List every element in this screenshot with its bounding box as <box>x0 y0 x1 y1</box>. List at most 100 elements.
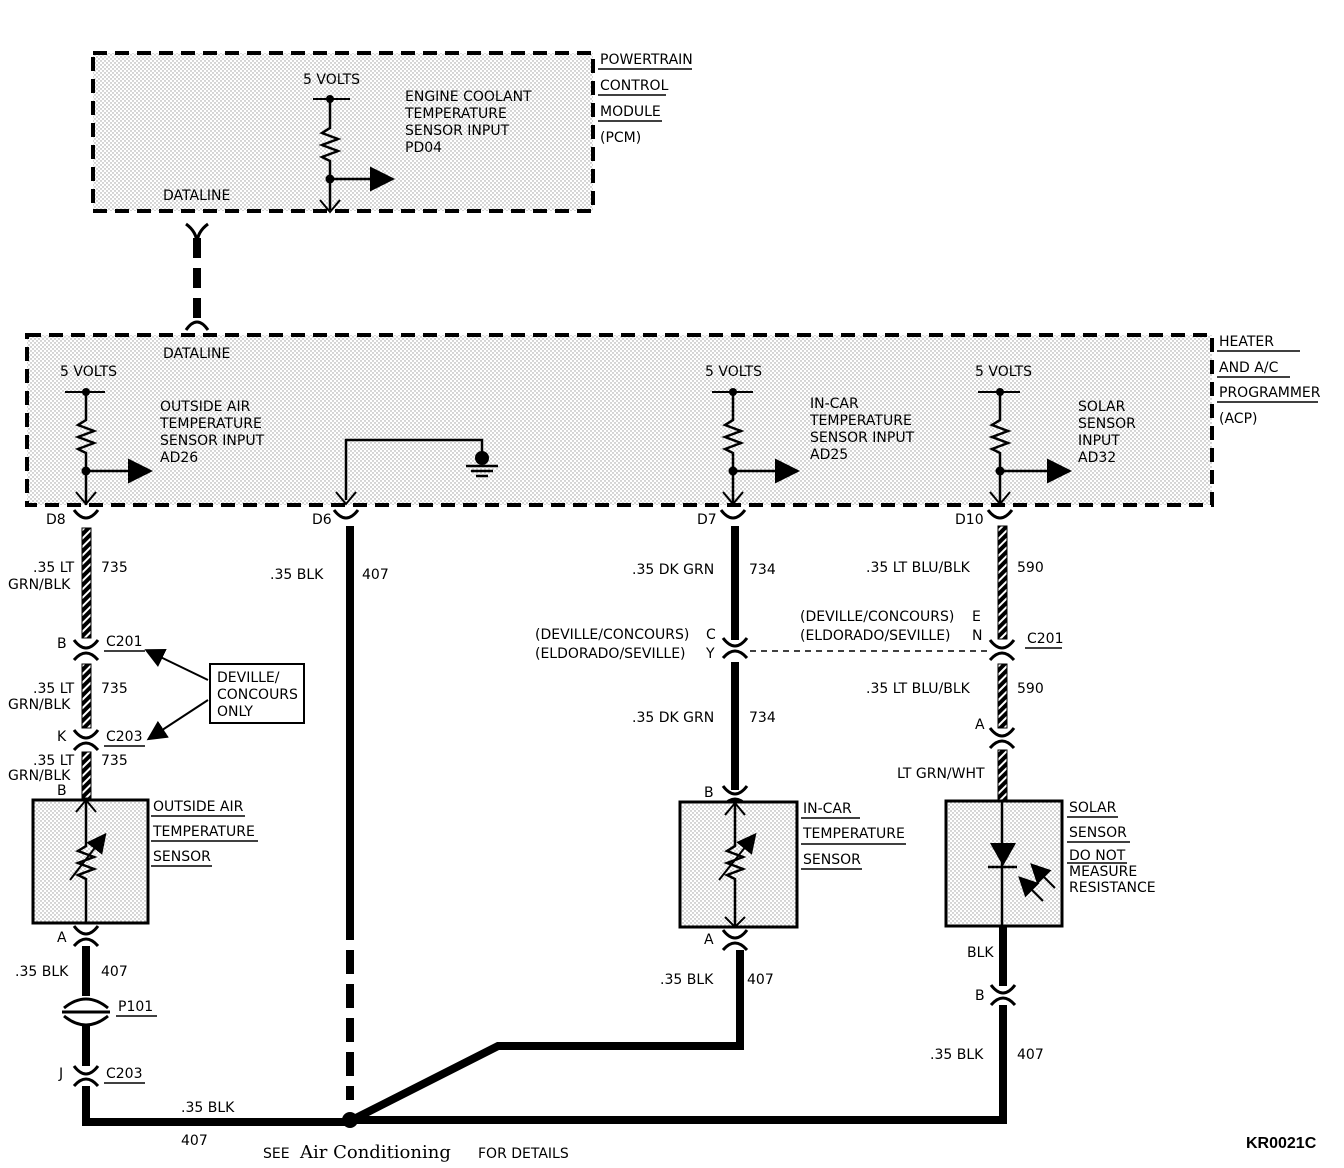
acp-incar-circuit: 5 VOLTS IN-CAR TEMPERATURE SENSOR INPUT … <box>705 364 915 506</box>
incar-pin-y: Y <box>705 646 715 662</box>
pcm-title-line3: MODULE <box>600 104 661 120</box>
pin-d7: D7 <box>697 512 717 528</box>
wire-circuit-735-1: 735 <box>101 560 128 576</box>
footer-reference[interactable]: SEE Air Conditioning FOR DETAILS <box>263 1142 569 1163</box>
wire-735-segment1 <box>81 527 92 639</box>
solar-warning-line3: RESISTANCE <box>1069 880 1156 896</box>
wire-circuit-735-2: 735 <box>101 681 128 697</box>
wire-circuit-590-2: 590 <box>1017 681 1044 697</box>
wire-label-ltblublk-2: .35 LT BLU/BLK <box>866 681 971 697</box>
solar-branch: .35 LT BLU/BLK 590 (DEVILLE/CONCOURS) E … <box>356 525 1156 1124</box>
wire-label-blk-bottom: .35 BLK <box>181 1100 235 1116</box>
acp-outside-air-circuit: 5 VOLTS OUTSIDE AIR TEMPERATURE SENSOR I… <box>60 364 265 506</box>
incar-sensor-label1: IN-CAR <box>803 801 852 817</box>
acp-title-line2: AND A/C <box>1219 360 1279 376</box>
wire-label-blk-solar-2: .35 BLK <box>930 1047 984 1063</box>
p101-grommet: P101 <box>62 997 157 1027</box>
outside-air-branch: .35 LT GRN/BLK 735 B C201 .35 LT GRN/BLK… <box>8 527 346 1149</box>
c201-pin-b: B <box>57 636 67 652</box>
incar-sensor-pin-b: B <box>704 785 714 801</box>
incar-sensor-pin-a: A <box>704 932 714 948</box>
air-conditioning-link[interactable]: Air Conditioning <box>299 1142 451 1163</box>
pcm-input-line3: SENSOR INPUT <box>405 123 510 139</box>
outside-input-line4: AD26 <box>160 450 198 466</box>
outside-input-line1: OUTSIDE AIR <box>160 399 251 415</box>
wire-label-35lt-1: .35 LT <box>33 560 75 576</box>
connector-c201-left: C201 <box>106 634 143 650</box>
solar-input-line3: INPUT <box>1078 433 1120 449</box>
wire-circuit-734-2: 734 <box>749 710 776 726</box>
c203-pin-k: K <box>57 729 67 745</box>
solar-sensor-label1: SOLAR <box>1069 800 1117 816</box>
wire-label-grnblk-3: GRN/BLK <box>8 768 71 784</box>
solar-input-line1: SOLAR <box>1078 399 1126 415</box>
solar-deville-label: (DEVILLE/CONCOURS) <box>800 609 954 625</box>
incar-input-line3: SENSOR INPUT <box>810 430 915 446</box>
acp-solar-5volts: 5 VOLTS <box>975 364 1032 380</box>
wire-735-segment2 <box>81 663 92 729</box>
incar-thermistor-icon <box>723 803 747 927</box>
pcm-input-line4: PD04 <box>405 140 442 156</box>
solar-warning-line1: DO NOT <box>1069 848 1126 864</box>
acp-title-line3: PROGRAMMER <box>1219 385 1321 401</box>
pcm-title-line2: CONTROL <box>600 78 669 94</box>
connector-p101: P101 <box>118 999 153 1015</box>
wire-590-segment2 <box>997 663 1008 729</box>
ground-wire-d6: .35 BLK 407 <box>270 526 389 1128</box>
photodiode-icon <box>990 843 1016 866</box>
pcm-resistor-icon <box>318 99 342 210</box>
thermistor-icon <box>74 800 98 923</box>
note-line1: DEVILLE/ <box>217 670 280 686</box>
pcm-title-line1: POWERTRAIN <box>600 52 693 68</box>
incar-resistor-icon <box>721 392 745 505</box>
solar-pin-e: E <box>972 609 981 625</box>
solar-resistor-icon <box>988 392 1012 505</box>
footer-see: SEE <box>263 1146 290 1162</box>
outside-sensor-pin-b: B <box>57 783 67 799</box>
outside-air-sensor: OUTSIDE AIR TEMPERATURE SENSOR <box>31 798 258 925</box>
wire-label-blk-incar: .35 BLK <box>660 972 714 988</box>
solar-sensor: SOLAR SENSOR DO NOT MEASURE RESISTANCE <box>944 799 1156 928</box>
solar-input-line2: SENSOR <box>1078 416 1136 432</box>
incar-pin-c: C <box>706 627 716 643</box>
pcm-dataline-label: DATALINE <box>163 188 230 204</box>
wire-label-ltblublk-1: .35 LT BLU/BLK <box>866 560 971 576</box>
solar-sensor-label2: SENSOR <box>1069 825 1127 841</box>
outside-sensor-label3: SENSOR <box>153 849 211 865</box>
wire-label-blk-d6: .35 BLK <box>270 567 324 583</box>
wire-circuit-735-3: 735 <box>101 753 128 769</box>
pcm-5volts: 5 VOLTS <box>303 72 360 88</box>
note-line2: CONCOURS <box>217 687 298 703</box>
outside-input-line2: TEMPERATURE <box>159 416 262 432</box>
incar-eldorado-label: (ELDORADO/SEVILLE) <box>535 646 686 662</box>
pcm-module: POWERTRAIN CONTROL MODULE (PCM) 5 VOLTS … <box>91 51 693 214</box>
wire-circuit-590-1: 590 <box>1017 560 1044 576</box>
wire-circuit-407-incar: 407 <box>747 972 774 988</box>
solar-connector-pin-a: A <box>975 717 985 733</box>
pcm-input-line1: ENGINE COOLANT <box>405 89 532 105</box>
solar-pin-b: B <box>975 988 985 1004</box>
wire-590-segment1 <box>997 525 1008 640</box>
dataline-link <box>184 222 210 331</box>
outside-input-line3: SENSOR INPUT <box>160 433 265 449</box>
wire-lt-grn-wht <box>997 749 1008 801</box>
incar-branch: .35 DK GRN 734 (DEVILLE/CONCOURS) C (ELD… <box>354 526 990 1122</box>
pcm-title: POWERTRAIN CONTROL MODULE (PCM) <box>598 52 693 146</box>
acp-ground-circuit <box>335 438 498 506</box>
pin-d6: D6 <box>312 512 332 528</box>
pin-d10: D10 <box>955 512 984 528</box>
wire-label-blk-outside: .35 BLK <box>15 964 69 980</box>
footer-details: FOR DETAILS <box>478 1146 569 1162</box>
wire-circuit-734-1: 734 <box>749 562 776 578</box>
incar-deville-label: (DEVILLE/CONCOURS) <box>535 627 689 643</box>
solar-eldorado-label: (ELDORADO/SEVILLE) <box>800 628 951 644</box>
note-line3: ONLY <box>217 704 253 720</box>
connector-c201-right: C201 <box>1027 631 1064 647</box>
c203-pin-j: J <box>58 1066 63 1082</box>
acp-incar-5volts: 5 VOLTS <box>705 364 762 380</box>
acp-outside-5volts: 5 VOLTS <box>60 364 117 380</box>
acp-title-line4: (ACP) <box>1219 411 1257 427</box>
ground-icon <box>475 451 489 465</box>
wire-label-grnblk-1: GRN/BLK <box>8 577 71 593</box>
